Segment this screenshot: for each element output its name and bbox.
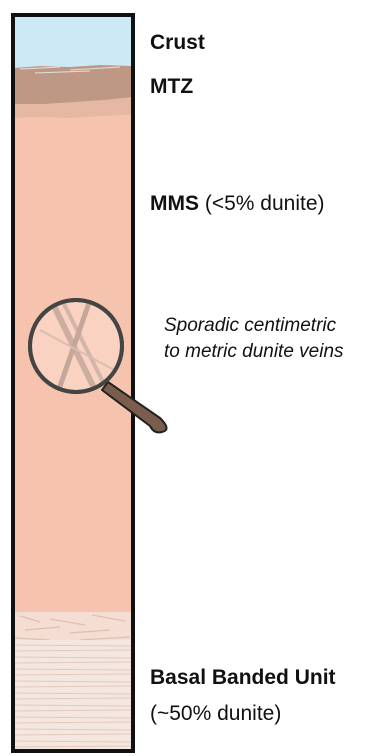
mms-label-bold: MMS	[150, 192, 199, 215]
mms-label-note: (<5% dunite)	[205, 192, 325, 215]
veins-line-1: Sporadic centimetric	[164, 313, 344, 339]
crust-label: Crust	[150, 31, 205, 55]
crust-layer	[13, 15, 133, 70]
bbu-note: (~50% dunite)	[150, 702, 281, 726]
mms-label: MMS (<5% dunite)	[150, 192, 325, 216]
mtz-layer	[13, 65, 133, 104]
veins-line-2: to metric dunite veins	[164, 339, 344, 365]
veins-annotation: Sporadic centimetric to metric dunite ve…	[164, 313, 344, 364]
bbu-label: Basal Banded Unit	[150, 666, 336, 690]
mtz-label: MTZ	[150, 75, 193, 99]
